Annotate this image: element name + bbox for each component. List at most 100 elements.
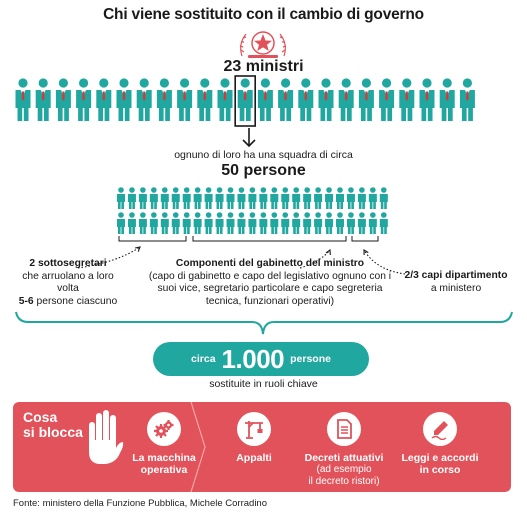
person-figure [368, 212, 377, 234]
person-figure [314, 212, 323, 234]
note-mid-bold: Componenti del gabinetto del ministro [175, 258, 365, 269]
note-left-text: che arruolano a loro volta [22, 270, 114, 295]
person-figure [127, 187, 136, 209]
item-4-label-line2: in corso [419, 464, 461, 476]
person-figure [325, 187, 334, 209]
person-figure [171, 187, 180, 209]
person-figure [215, 212, 224, 234]
person-figure [281, 212, 290, 234]
minister-figure [257, 78, 273, 121]
connector-arrowhead [363, 249, 369, 256]
person-figure [127, 212, 136, 234]
minister-figure [439, 78, 455, 121]
person-figure [138, 212, 147, 234]
result-value: 1.000 [221, 343, 285, 374]
minister-figure [298, 78, 314, 121]
person-figure [138, 187, 147, 209]
minister-figure [197, 78, 213, 121]
item-leggi-accordi: Leggi e accordi in corso [390, 452, 490, 476]
minister-figure [217, 78, 233, 121]
gears-icon [147, 412, 181, 446]
group-bracket [351, 236, 379, 242]
result-pill: circa 1.000 persone [153, 342, 369, 376]
person-figure [303, 187, 312, 209]
result-suffix: persone [290, 353, 331, 365]
person-figure [346, 212, 355, 234]
ministri-count-label: 23 ministri [223, 58, 304, 75]
note-right-bold: 2/3 capi dipartimento [404, 270, 508, 281]
team-people-grid [15, 187, 513, 335]
note-left-bold2: 5-6 [18, 295, 34, 307]
person-figure [117, 212, 125, 234]
minister-figure [76, 78, 92, 121]
person-figure [336, 212, 344, 234]
person-figure [171, 212, 180, 234]
person-figure [314, 187, 323, 209]
blocca-title-line1: Cosa [23, 409, 58, 425]
source-footer: Fonte: ministero della Funzione Pubblica… [13, 498, 267, 509]
blocca-title-line2: si blocca [23, 424, 83, 440]
person-figure [193, 187, 202, 209]
item-appalti: Appalti [209, 452, 299, 464]
item-3-sub-line1: (ad esempio [316, 464, 372, 475]
person-figure [237, 187, 246, 209]
group-bracket [118, 236, 187, 242]
person-figure [379, 212, 388, 234]
note-capi-dipartimento: 2/3 capi dipartimento a ministero [396, 270, 516, 295]
person-figure [379, 187, 388, 209]
person-figure [204, 187, 213, 209]
person-figure [292, 187, 301, 209]
minister-figure [156, 78, 172, 121]
person-figure [325, 212, 334, 234]
minister-figure [318, 78, 334, 121]
dotted-connector [77, 246, 141, 269]
person-figure [226, 212, 235, 234]
squadra-description: ognuno di loro ha una squadra di circa [174, 149, 353, 161]
person-figure [281, 187, 290, 209]
crane-icon [237, 412, 271, 446]
minister-figure [177, 78, 193, 121]
total-bracket [15, 311, 513, 335]
highlight-box [234, 75, 256, 127]
person-figure [270, 187, 279, 209]
note-mid-text: (capo di gabinetto e capo del legislativ… [148, 270, 392, 307]
person-figure [357, 187, 366, 209]
item-decreti-attuativi: Decreti attuativi [289, 452, 399, 464]
person-figure [193, 212, 202, 234]
pen-icon [423, 412, 457, 446]
minister-figure [15, 78, 31, 121]
person-figure [204, 212, 213, 234]
result-subtitle: sostituite in ruoli chiave [209, 378, 318, 390]
person-figure [117, 187, 125, 209]
person-figure [259, 187, 268, 209]
person-figure [149, 212, 158, 234]
result-prefix: circa [191, 353, 216, 365]
italian-republic-emblem-icon [236, 26, 290, 65]
arrow-down-icon [242, 128, 256, 148]
person-figure [270, 212, 279, 234]
minister-figure [237, 78, 253, 121]
minister-figure [116, 78, 132, 121]
item-4-label-line1: Leggi e accordi [401, 452, 479, 464]
connector-arrowhead [134, 246, 141, 252]
panel-dividers [190, 402, 206, 492]
person-figure [357, 212, 366, 234]
person-figure [215, 187, 224, 209]
minister-figure [136, 78, 152, 121]
note-sottosegretari: 2 sottosegretari che arruolano a loro vo… [12, 258, 124, 308]
person-figure [182, 187, 191, 209]
item-macchina-operativa: La macchina operativa [119, 452, 209, 476]
person-figure [259, 212, 268, 234]
person-figure [182, 212, 191, 234]
person-figure [160, 212, 169, 234]
persone-count-label: 50 persone [221, 162, 306, 179]
person-figure [149, 187, 158, 209]
item-3-label-line1: Decreti attuativi [304, 452, 384, 464]
minister-figure [338, 78, 354, 121]
minister-figure [96, 78, 112, 121]
person-figure [248, 187, 257, 209]
hand-stop-icon [83, 408, 125, 471]
note-right-text: a ministero [430, 282, 482, 294]
minister-figure [55, 78, 71, 121]
note-gabinetto: Componenti del gabinetto del ministro (c… [145, 258, 395, 308]
